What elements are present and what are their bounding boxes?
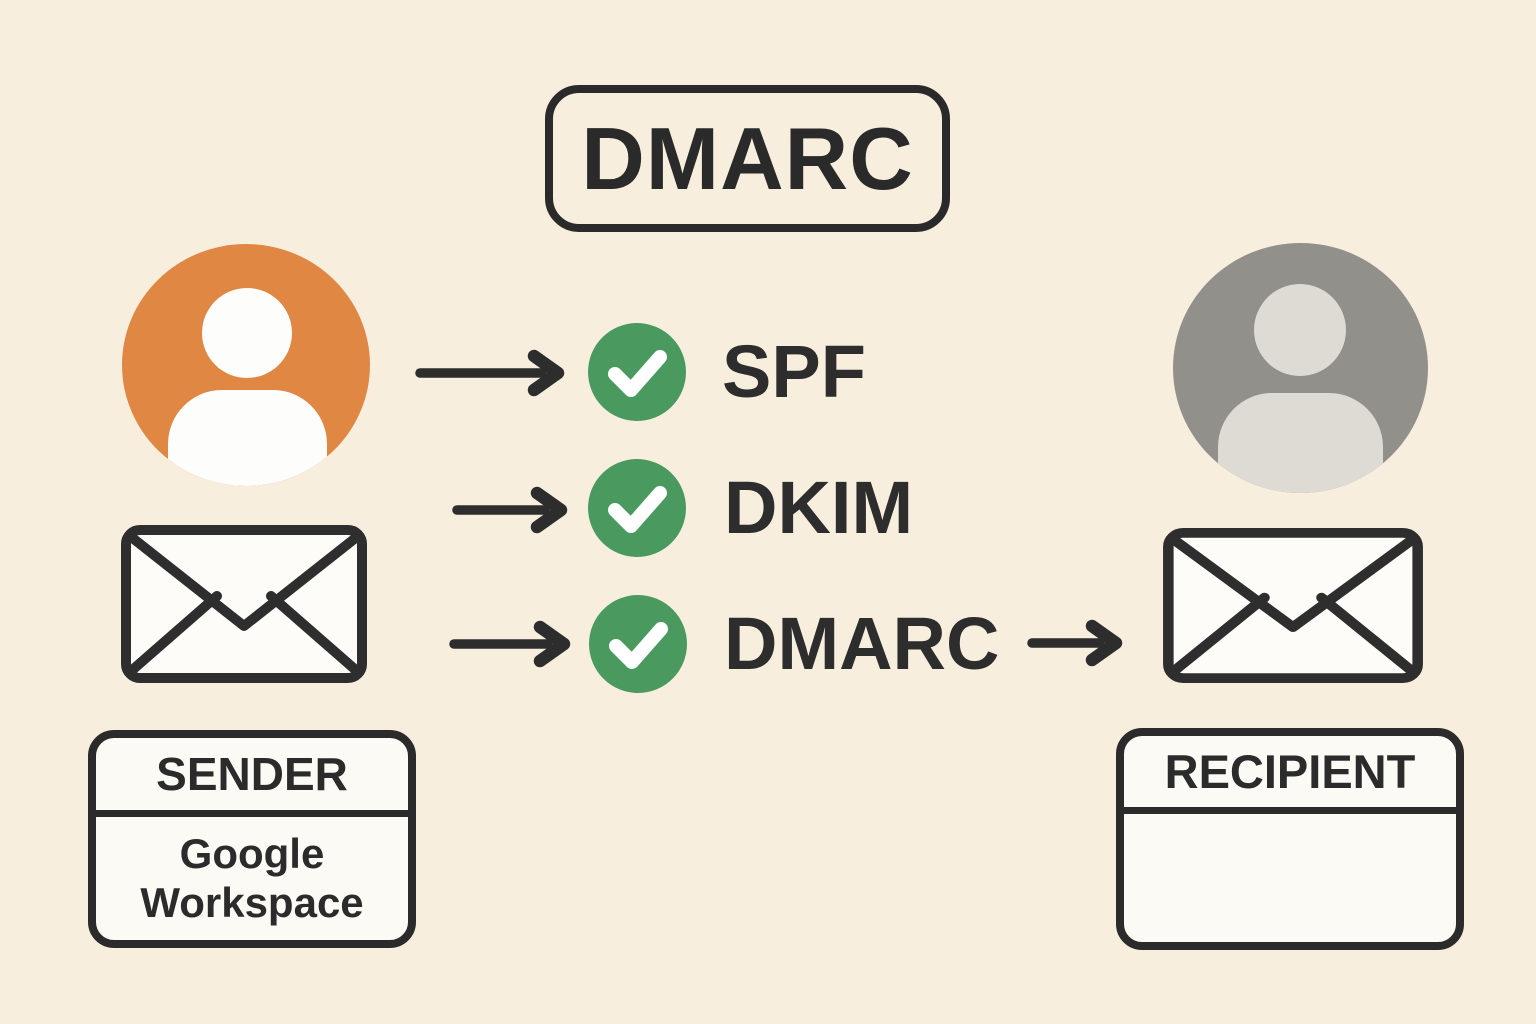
sender-role-label: SENDER [96,738,408,817]
checkmark-glyph [608,350,667,397]
avatar-shoulders-shape [1218,393,1383,493]
sender-tag: SENDER Google Workspace [88,730,416,948]
avatar-head-shape [202,288,292,378]
arrow-icon [449,620,571,668]
avatar-head-shape [1254,284,1346,376]
recipient-envelope-icon [1163,527,1423,684]
sender-avatar-icon [122,244,370,486]
recipient-tag: RECIPIENT [1116,728,1464,950]
recipient-avatar-icon [1173,243,1428,493]
arrow-icon [415,349,565,397]
title-box: DMARC [545,85,950,232]
check-icon [588,323,686,421]
checkmark-glyph [608,486,667,533]
check-label-dmarc: DMARC [724,602,1000,685]
arrow-icon [452,486,568,534]
avatar-shoulders-shape [168,390,327,486]
recipient-role-label: RECIPIENT [1124,736,1456,814]
diagram-title: DMARC [581,108,914,208]
check-icon [589,595,687,693]
arrow-icon [1027,619,1123,667]
check-icon [588,459,686,557]
check-label-spf: SPF [722,330,866,413]
sender-name: Google Workspace [140,829,364,926]
checkmark-glyph [609,622,668,669]
check-label-dkim: DKIM [724,466,914,549]
recipient-name [1124,814,1456,942]
sender-envelope-icon [121,525,367,683]
